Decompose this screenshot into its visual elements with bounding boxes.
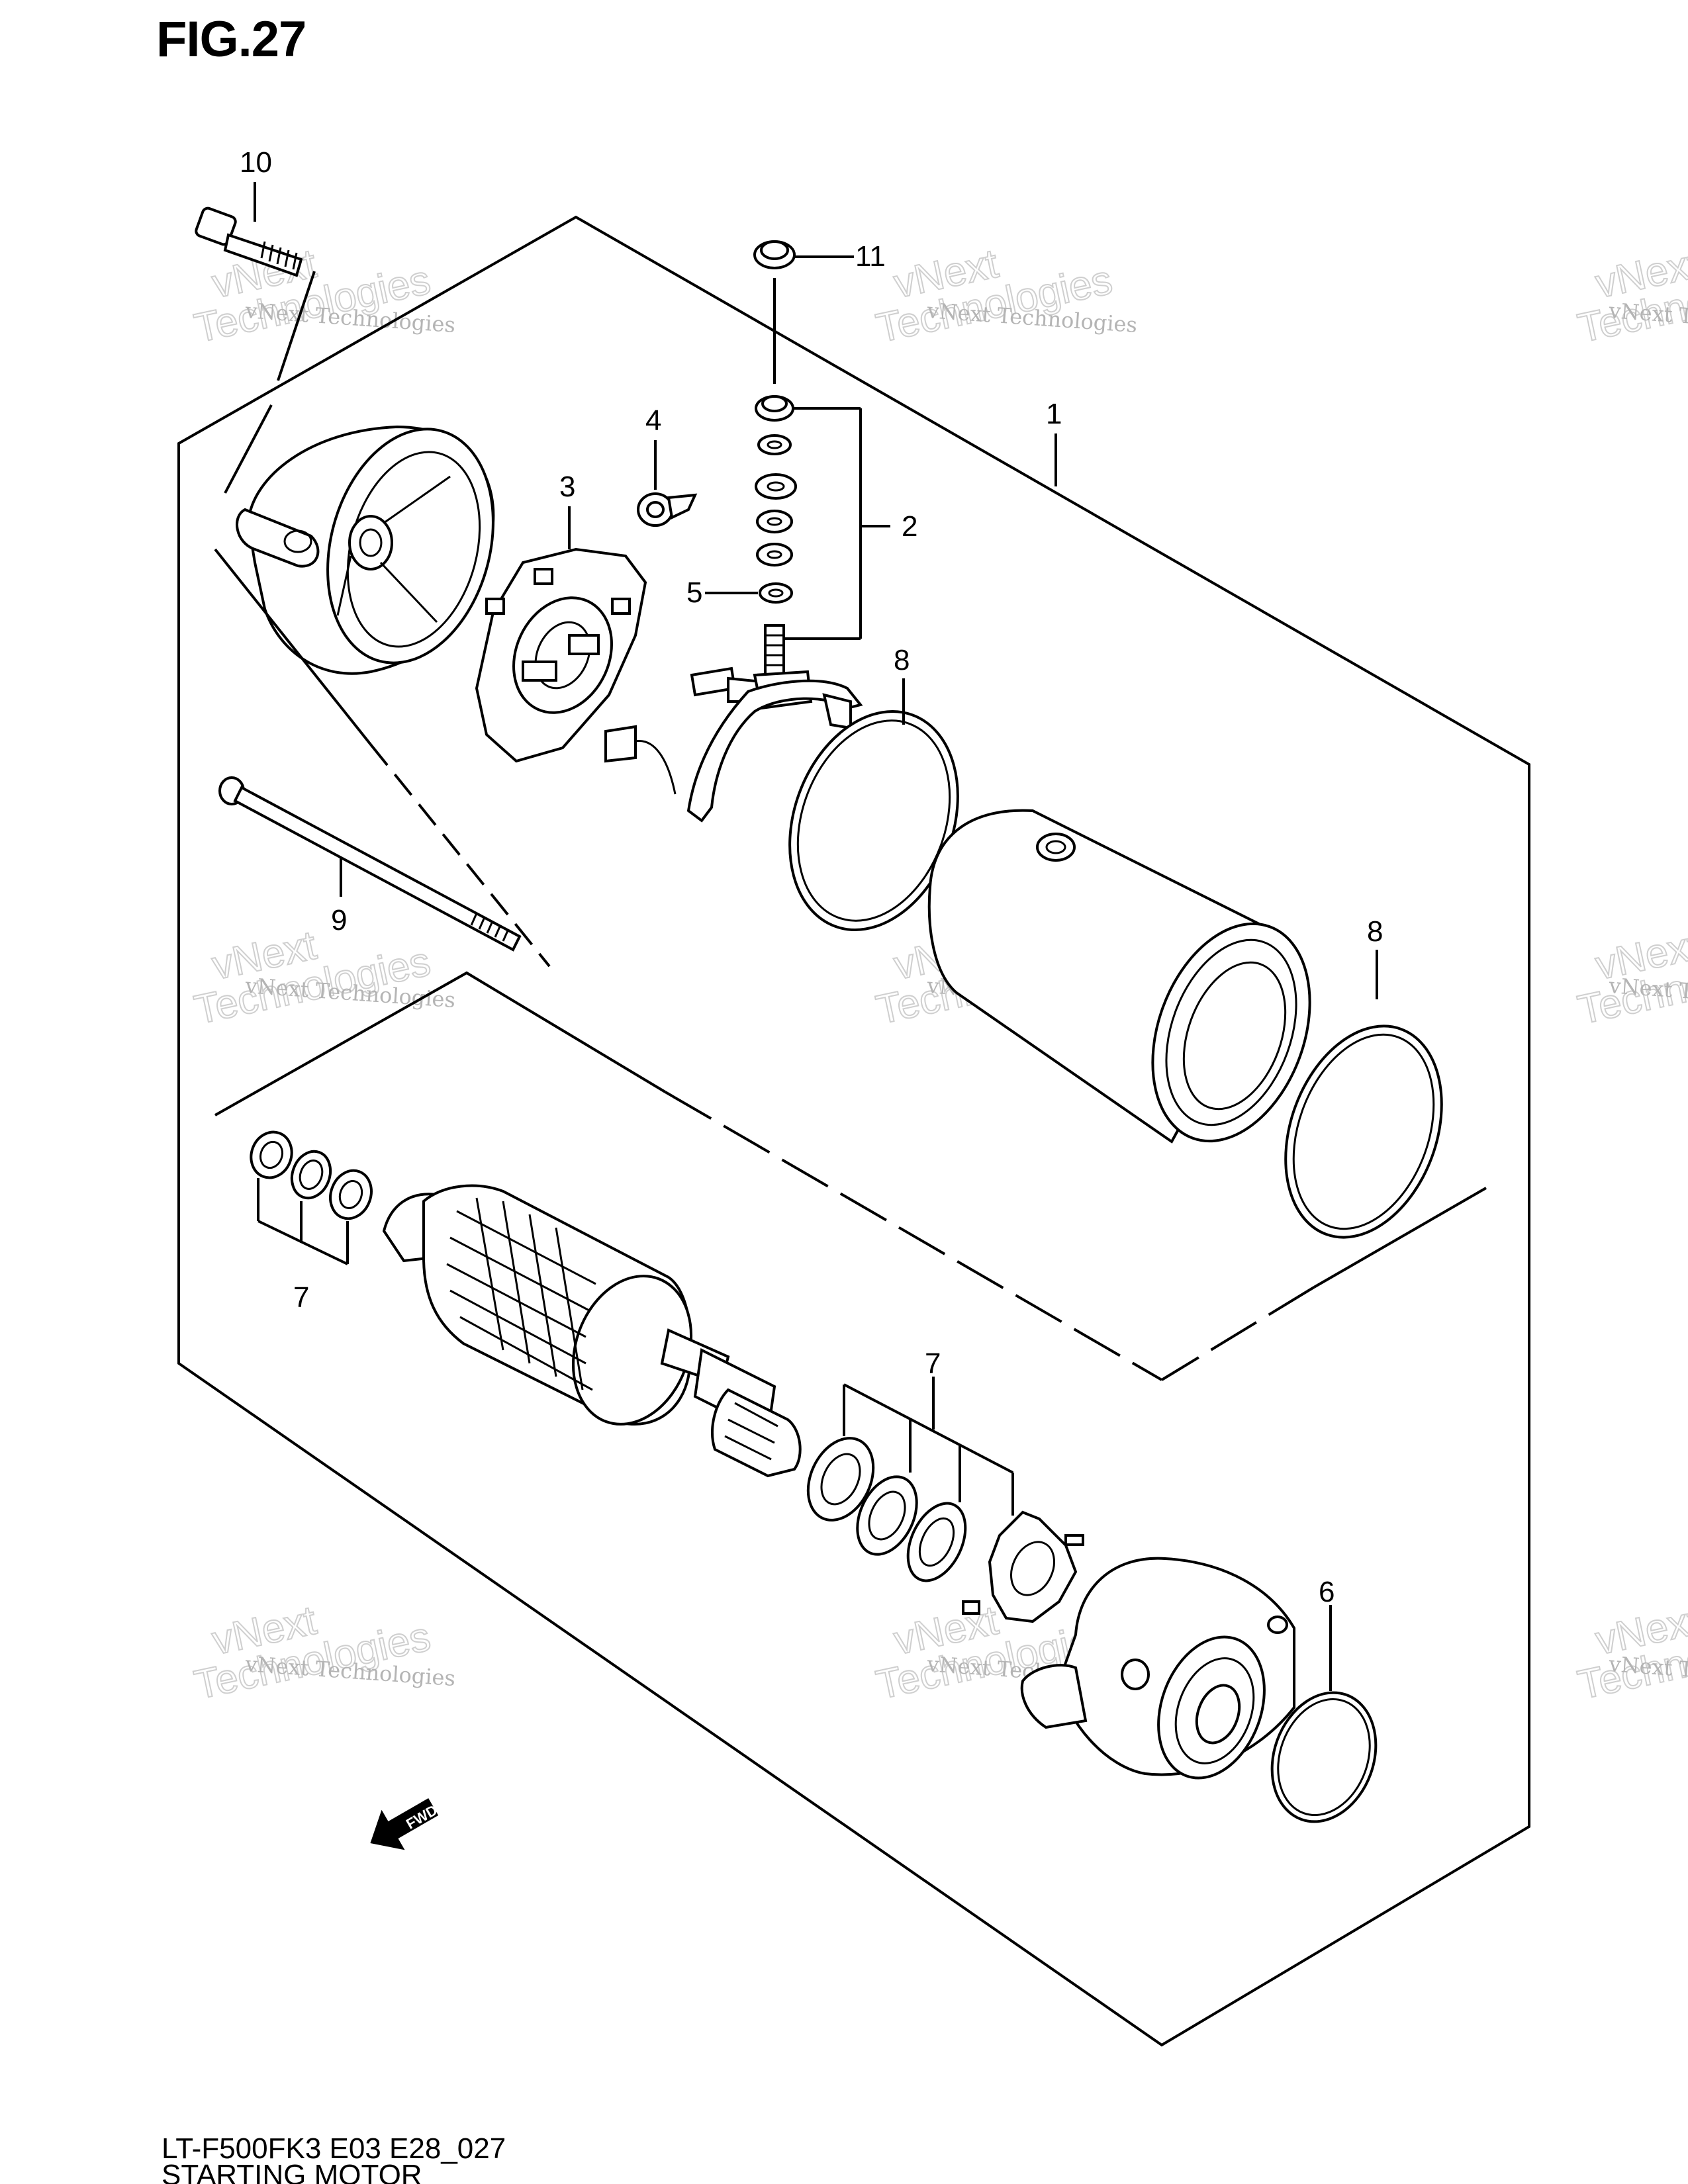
callout-2: 2 (902, 510, 917, 543)
footer-model-code: LT-F500FK3 E03 E28_027 (162, 2132, 506, 2165)
fwd-arrow: FWD (370, 1798, 440, 1850)
footer-title: STARTING MOTOR (162, 2159, 422, 2184)
callout-8-upper: 8 (894, 644, 910, 676)
assembly-outline (177, 215, 1530, 2047)
callout-9: 9 (331, 904, 347, 936)
watermark-6: vNext Technologies (1573, 922, 1688, 1034)
terminal-brush-holder (604, 666, 863, 823)
lower-box-top (214, 971, 667, 1116)
lower-box-right-dashed (1160, 1286, 1315, 1381)
callout-3: 3 (559, 471, 575, 503)
watermark-2: vNext Technologies (872, 240, 1117, 352)
shim-set-7-right (806, 1377, 1014, 1582)
through-bolt-9 (218, 776, 522, 952)
watermark-9: vNext Technologies (1573, 1597, 1688, 1709)
lower-box-top-dashed (664, 1091, 1163, 1381)
o-ring-8-lower (1284, 950, 1443, 1239)
guide-line (214, 548, 372, 746)
armature (382, 1184, 802, 1478)
callout-7-right: 7 (925, 1347, 941, 1380)
terminal-kit-2 (705, 395, 890, 680)
guide-line-dashed (369, 743, 551, 968)
callout-7-left: 7 (293, 1281, 309, 1314)
callout-1: 1 (1046, 398, 1062, 430)
rear-housing (224, 404, 495, 675)
spring-plate (962, 1510, 1084, 1623)
bearing-4 (637, 440, 698, 527)
watermark-7: vNext Technologies (190, 1597, 435, 1709)
lower-box-right (1313, 1187, 1487, 1289)
callout-10: 10 (240, 146, 272, 179)
shim-set-7-left (250, 1130, 373, 1265)
front-housing (1020, 1557, 1295, 1780)
watermark-3: vNext Technologies (1573, 240, 1688, 352)
callout-8-lower: 8 (1367, 915, 1383, 948)
callout-11: 11 (855, 240, 886, 273)
o-ring-6 (1270, 1605, 1378, 1823)
callout-6: 6 (1319, 1576, 1335, 1608)
yoke-motor-case (927, 809, 1311, 1144)
bolt-10 (195, 182, 316, 381)
callout-5: 5 (686, 576, 702, 609)
figure-title: FIG.27 (156, 11, 306, 68)
nut-11 (753, 240, 854, 384)
callout-4: 4 (645, 404, 661, 437)
brush-plate-3 (475, 506, 647, 763)
